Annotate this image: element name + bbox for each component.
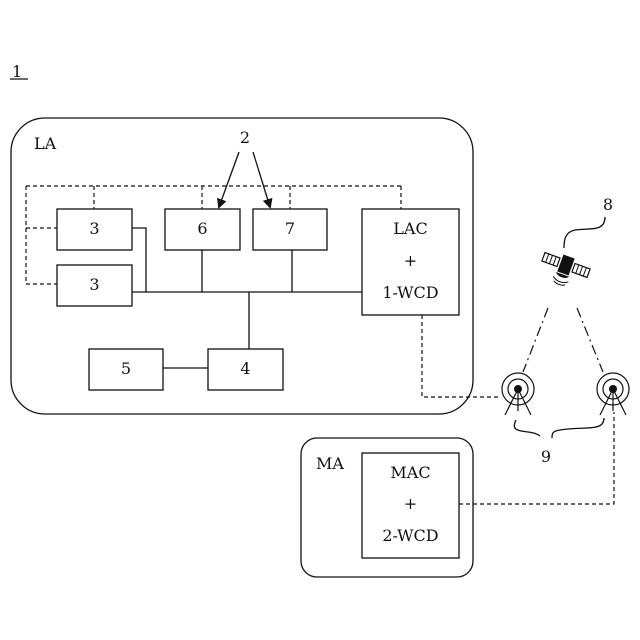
svg-text:3: 3 — [89, 275, 99, 294]
svg-text:4: 4 — [240, 359, 250, 378]
leader-8 — [564, 217, 605, 248]
box-3-bottom: 3 — [57, 265, 132, 306]
leader-9-right — [552, 418, 604, 438]
antenna-icon — [502, 373, 534, 415]
lac-antenna-link — [422, 315, 500, 397]
callout-8: 8 — [603, 195, 613, 214]
box-6: 6 — [165, 209, 240, 250]
svg-text:MAC: MAC — [390, 463, 430, 482]
svg-text:7: 7 — [285, 219, 295, 238]
satellite-link-left — [523, 308, 548, 372]
svg-text:+: + — [404, 494, 417, 513]
satellite-icon — [536, 248, 591, 292]
ma-label: MA — [316, 454, 344, 473]
box-5: 5 — [89, 349, 163, 390]
svg-text:6: 6 — [197, 219, 207, 238]
arrow-2-to-7 — [253, 152, 270, 207]
svg-text:3: 3 — [89, 219, 99, 238]
box-lac: LAC + 1-WCD — [362, 209, 459, 315]
svg-text:+: + — [404, 251, 417, 270]
callout-9: 9 — [541, 447, 551, 466]
satellite-link-right — [577, 308, 603, 372]
box-7: 7 — [253, 209, 327, 250]
svg-text:1-WCD: 1-WCD — [382, 283, 438, 302]
box-3-top: 3 — [57, 209, 132, 250]
box-4: 4 — [208, 349, 283, 390]
la-label: LA — [34, 134, 57, 153]
box-mac: MAC + 2-WCD — [362, 453, 459, 558]
svg-text:5: 5 — [121, 359, 131, 378]
svg-text:LAC: LAC — [393, 219, 427, 238]
antenna-icon — [597, 373, 629, 415]
arrow-2-to-6 — [219, 152, 239, 207]
leader-9-left — [514, 420, 540, 436]
callout-2: 2 — [240, 128, 250, 147]
figure-number: 1 — [12, 62, 22, 81]
mac-antenna-link — [459, 412, 614, 504]
svg-text:2-WCD: 2-WCD — [382, 526, 438, 545]
